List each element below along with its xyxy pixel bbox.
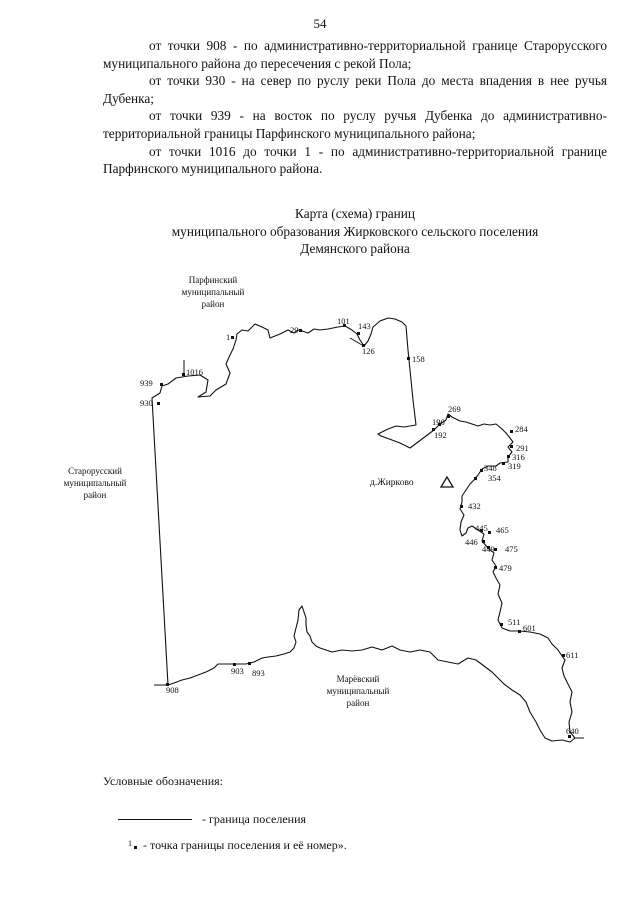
neighbor-label-line: муниципальный [182,287,245,297]
point-label: 511 [508,617,520,627]
point-label: 475 [505,544,518,554]
neighbor-label-line: район [84,490,107,500]
neighbor-label-line: Старорусский [68,466,122,476]
point-label: 192 [434,430,447,440]
marevsky-district-label: Марёвский муниципальный район [327,674,390,708]
point-label: 291 [516,443,529,453]
starorussky-district-label: Старорусский муниципальный район [64,466,127,500]
point-label: 158 [412,354,425,364]
point-label: 601 [523,623,536,633]
point-label: 316 [512,452,525,462]
paragraph: от точки 908 - по административно-террит… [103,38,607,71]
neighbor-label-line: Парфинский [189,275,238,285]
settlement-boundary [151,317,576,743]
point-label: 354 [488,473,502,483]
point-label: 319 [508,461,521,471]
point-label: 29 [290,325,299,335]
paragraph: от точки 930 - на север по руслу реки По… [103,73,607,106]
point-label: 903 [231,666,244,676]
point-label: 1 [226,332,230,342]
neighbor-label-line: Марёвский [337,674,380,684]
point-label: 930 [140,398,153,408]
boundary-point-markers [157,324,571,738]
point-dot-icon [134,846,137,849]
point-label: 640 [566,726,579,736]
legend-boundary-label: - граница поселения [202,812,307,826]
point-label: 269 [448,404,461,414]
point-label: 446 [465,537,478,547]
boundary-line-icon [118,819,192,820]
settlement-label: д.Жирково [370,478,414,488]
point-label: 611 [566,650,578,660]
map-title-line: муниципального образования Жирковского с… [171,223,539,239]
neighbor-label-line: район [202,299,225,309]
legend-heading: Условные обозначения: [103,774,224,788]
point-label: 1016 [186,367,203,377]
parfinsky-district-label: Парфинский муниципальный район [182,275,245,309]
point-label: 908 [166,685,179,695]
boundary-point-icon: 1 [128,839,137,849]
legend-point-label: - точка границы поселения и её номер». [143,838,347,852]
paragraph: от точки 939 - на восток по руслу ручья … [103,108,607,141]
point-label: 101 [337,316,350,326]
map-title: Карта (схема) границ муниципального обра… [0,205,640,258]
point-label: 939 [140,378,153,388]
neighbor-label-line: муниципальный [327,686,390,696]
point-label: 893 [252,668,265,678]
point-label: 432 [468,501,481,511]
point-label: 445 [475,523,488,533]
neighbor-label-line: район [347,698,370,708]
neighbor-label-line: муниципальный [64,478,127,488]
map-title-line: Демянского района [300,241,410,256]
point-label: 479 [499,563,512,573]
boundary-point-labels: 1 29 101 143 126 158 269 190 192 284 291… [140,316,579,736]
map-title-line: Карта (схема) границ [295,206,415,221]
point-label: 126 [362,346,375,356]
point-label: 465 [496,525,509,535]
legend-point-number: 1 [128,839,132,848]
settlement-triangle-icon [439,475,455,488]
point-label: 284 [515,424,529,434]
page-number: 54 [313,16,327,31]
point-label: 348 [484,463,497,473]
point-label: 449 [482,544,495,554]
point-label: 190 [432,417,445,427]
legend-boundary-item: - граница поселения [118,812,306,827]
point-label: 143 [358,321,371,331]
paragraph: от точки 1016 до точки 1 - по администра… [103,143,607,177]
legend-point-item: 1 - точка границы поселения и её номер». [128,838,347,853]
boundary-map: д.Жирково Парфинский муниципальный район… [64,275,584,743]
boundary-description: от точки 908 - по административно-террит… [103,37,607,178]
boundary-ticks [154,337,584,739]
